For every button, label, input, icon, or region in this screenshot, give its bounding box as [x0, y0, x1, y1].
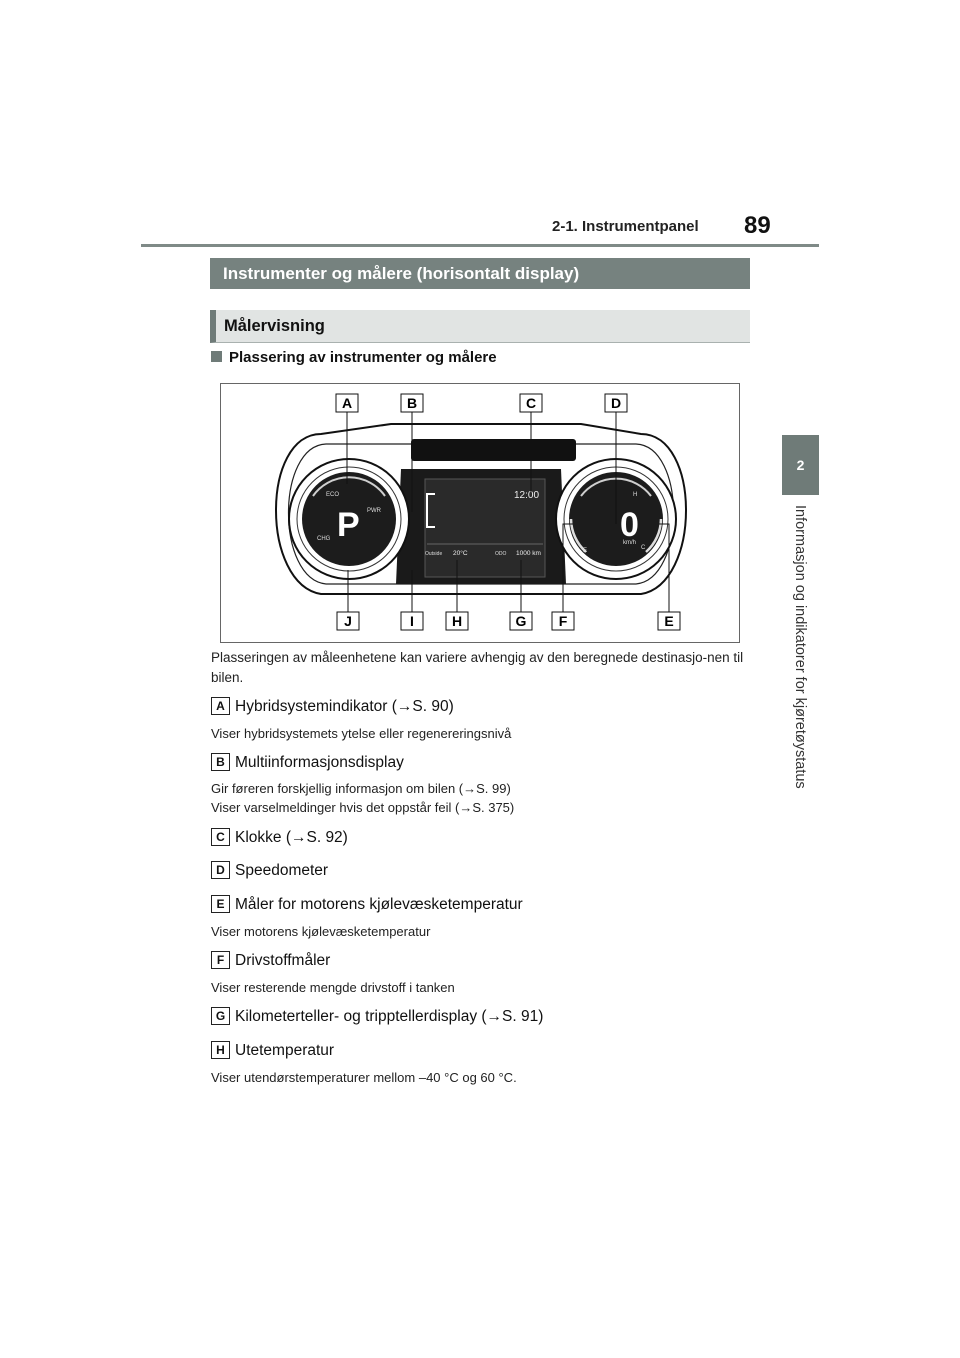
item-a-desc: Viser hybridsystemets ytelse eller regen…	[211, 726, 512, 741]
instrument-cluster-figure: ECO PWR CHG P 12:00 Outside 20°C ODO 100…	[220, 383, 740, 643]
item-a-title: Hybridsystemindikator (→S. 90)	[235, 698, 454, 715]
label-g-text: G	[516, 613, 527, 629]
label-j-text: J	[344, 613, 352, 629]
left-gauge-face	[302, 472, 396, 566]
item-h-title: Utetemperatur	[235, 1042, 335, 1059]
label-h: H	[445, 611, 469, 631]
subsection-title: Målervisning	[210, 310, 750, 343]
chapter-tab: 2	[782, 435, 819, 495]
speed-unit: km/h	[623, 540, 636, 546]
item-h: H Utetemperatur	[211, 1041, 334, 1060]
fuel-gauge-bar	[569, 518, 587, 553]
temp-gauge-bar	[645, 518, 663, 553]
temp-c-label: C	[641, 545, 646, 551]
item-e-title: Måler for motorens kjølevæsketemperatur	[235, 896, 523, 913]
item-g: G Kilometerteller- og tripptellerdisplay …	[211, 1007, 543, 1026]
running-header: 2-1. Instrumentpanel	[552, 218, 699, 235]
badge-g: G	[211, 1007, 230, 1025]
item-c: C Klokke (→S. 92)	[211, 828, 348, 847]
item-e: E Måler for motorens kjølevæsketemperatur	[211, 895, 523, 914]
sub-heading: Plassering av instrumenter og målere	[211, 349, 497, 366]
item-b: B Multiinformasjonsdisplay	[211, 753, 404, 772]
badge-e: E	[211, 895, 230, 913]
item-b-desc-2: Viser varselmeldinger hvis det oppstår f…	[211, 800, 515, 815]
label-a: A	[335, 393, 359, 413]
badge-d: D	[211, 861, 230, 879]
label-a-text: A	[342, 395, 352, 411]
label-f: F	[551, 611, 575, 631]
badge-c: C	[211, 828, 230, 846]
label-i: I	[400, 611, 424, 631]
label-c: C	[519, 393, 543, 413]
odo-label: ODO	[495, 551, 507, 557]
label-g: G	[509, 611, 533, 631]
label-f-text: F	[559, 613, 568, 629]
label-c-text: C	[526, 395, 536, 411]
item-g-title: Kilometerteller- og tripptellerdisplay (…	[235, 1008, 544, 1025]
badge-f: F	[211, 951, 230, 969]
label-j: J	[336, 611, 360, 631]
item-f-title: Drivstoffmåler	[235, 952, 331, 969]
pwr-label: PWR	[367, 508, 382, 514]
item-f: F Drivstoffmåler	[211, 951, 330, 970]
item-c-title: Klokke (→S. 92)	[235, 829, 348, 846]
temp-h-label: H	[633, 492, 637, 498]
item-h-desc: Viser utendørstemperaturer mellom –40 °C…	[211, 1070, 517, 1085]
multi-info-display	[424, 478, 546, 578]
page-number: 89	[744, 212, 771, 239]
badge-b: B	[211, 753, 230, 771]
instrument-cluster-illustration: ECO PWR CHG P 12:00 Outside 20°C ODO 100…	[275, 393, 687, 631]
item-a: A Hybridsystemindikator (→S. 90)	[211, 697, 454, 716]
header-rule	[141, 244, 819, 247]
chapter-number: 2	[796, 457, 805, 473]
badge-h: H	[211, 1041, 230, 1059]
label-b-text: B	[407, 395, 417, 411]
item-f-desc: Viser resterende mengde drivstoff i tank…	[211, 980, 455, 995]
bracket-b-marker	[426, 493, 435, 528]
fuel-e-label: E	[583, 548, 587, 554]
label-e-text: E	[664, 613, 673, 629]
label-d-text: D	[611, 395, 621, 411]
square-bullet-icon	[211, 351, 222, 362]
left-gauge-arc	[312, 476, 386, 497]
label-e: E	[657, 611, 681, 631]
label-i-text: I	[410, 613, 414, 629]
outside-label: Outside	[425, 551, 442, 557]
item-b-desc-1: Gir føreren forskjellig informasjon om b…	[211, 781, 511, 796]
cluster-bezel	[287, 443, 675, 585]
label-h-text: H	[452, 613, 462, 629]
odo-value: 1000 km	[516, 550, 541, 557]
label-b: B	[400, 393, 424, 413]
outside-temp: 20°C	[453, 549, 468, 557]
badge-a: A	[211, 697, 230, 715]
item-d: D Speedometer	[211, 861, 328, 880]
sub-heading-text: Plassering av instrumenter og målere	[229, 349, 497, 366]
eco-label: ECO	[326, 492, 339, 498]
label-d: D	[604, 393, 628, 413]
item-b-title: Multiinformasjonsdisplay	[235, 754, 404, 771]
leader-lines	[346, 412, 670, 612]
item-d-title: Speedometer	[235, 862, 329, 879]
chapter-title-vertical: Informasjon og indikatorer for kjøretøys…	[780, 505, 820, 805]
hood-strip	[411, 439, 576, 461]
chapter-title: Informasjon og indikatorer for kjøretøys…	[792, 505, 808, 789]
section-title: Instrumenter og målere (horisontalt disp…	[210, 258, 750, 289]
intro-paragraph: Plasseringen av måleenhetene kan variere…	[211, 650, 744, 685]
chg-label: CHG	[317, 536, 331, 542]
item-e-desc: Viser motorens kjølevæsketemperatur	[211, 924, 431, 939]
gear-indicator: P	[337, 506, 360, 544]
clock: 12:00	[514, 490, 539, 501]
speed-value: 0	[620, 506, 639, 544]
